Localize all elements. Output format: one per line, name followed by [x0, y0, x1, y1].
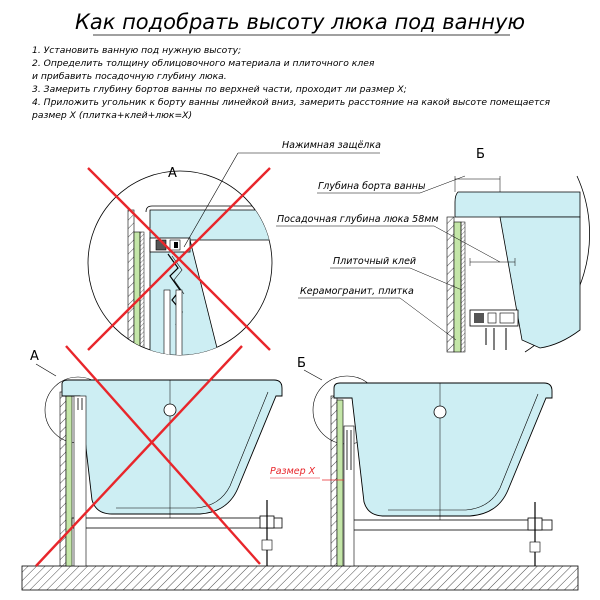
size-x-label: Размер Х [270, 466, 316, 477]
main-b-bath [333, 382, 553, 517]
main-a-label: А [30, 349, 39, 364]
step-4: 4. Приложить угольник к борту ванны лине… [32, 97, 550, 108]
ceramic-label: Керамогранит, плитка [300, 286, 414, 297]
step-1: 1. Установить ванную под нужную высоту; [32, 45, 241, 56]
cross-main-a-line-1 [65, 345, 261, 565]
detail-b-rim [454, 191, 581, 218]
seat-depth-label: Посадочная глубина люка 58мм [277, 214, 439, 225]
page-title: Как подобрать высоту люка под ванную [75, 10, 525, 34]
detail-b: Б Глубина борта ванны Посадочная глубина… [276, 147, 590, 353]
floor-slab [21, 565, 579, 591]
detail-b-label: Б [476, 147, 485, 162]
step-3: 3. Замерить глубину бортов ванны по верх… [32, 84, 407, 95]
step-2: 2. Определить толщину облицовочного мате… [32, 58, 375, 69]
rim-depth-label: Глубина борта ванны [318, 181, 426, 192]
steps-list: 1. Установить ванную под нужную высоту; … [31, 45, 550, 121]
main-view-a: А [30, 345, 283, 567]
detail-a-wall [127, 209, 135, 355]
floor [21, 565, 579, 591]
detail-b-bath [499, 216, 581, 349]
cross-main-a-line-2 [35, 345, 243, 567]
step-4-cont: размер Х (плитка+клей+люк=Х) [31, 110, 192, 121]
main-b-label: Б [297, 356, 306, 371]
tile-glue-label: Плиточный клей [333, 256, 416, 267]
step-2-cont: и прибавить посадочную глубину люка. [32, 71, 227, 82]
detail-a-label: А [168, 166, 177, 181]
detail-b-wall [446, 216, 455, 353]
main-view-b: Б Размер Х [270, 356, 553, 567]
detail-a-tile [133, 231, 141, 355]
latch-label: Нажимная защёлка [282, 140, 381, 151]
cross-a-line-2 [87, 167, 271, 351]
main-a-bath [61, 379, 283, 515]
detail-a: А Нажимная защёлка [87, 140, 381, 356]
